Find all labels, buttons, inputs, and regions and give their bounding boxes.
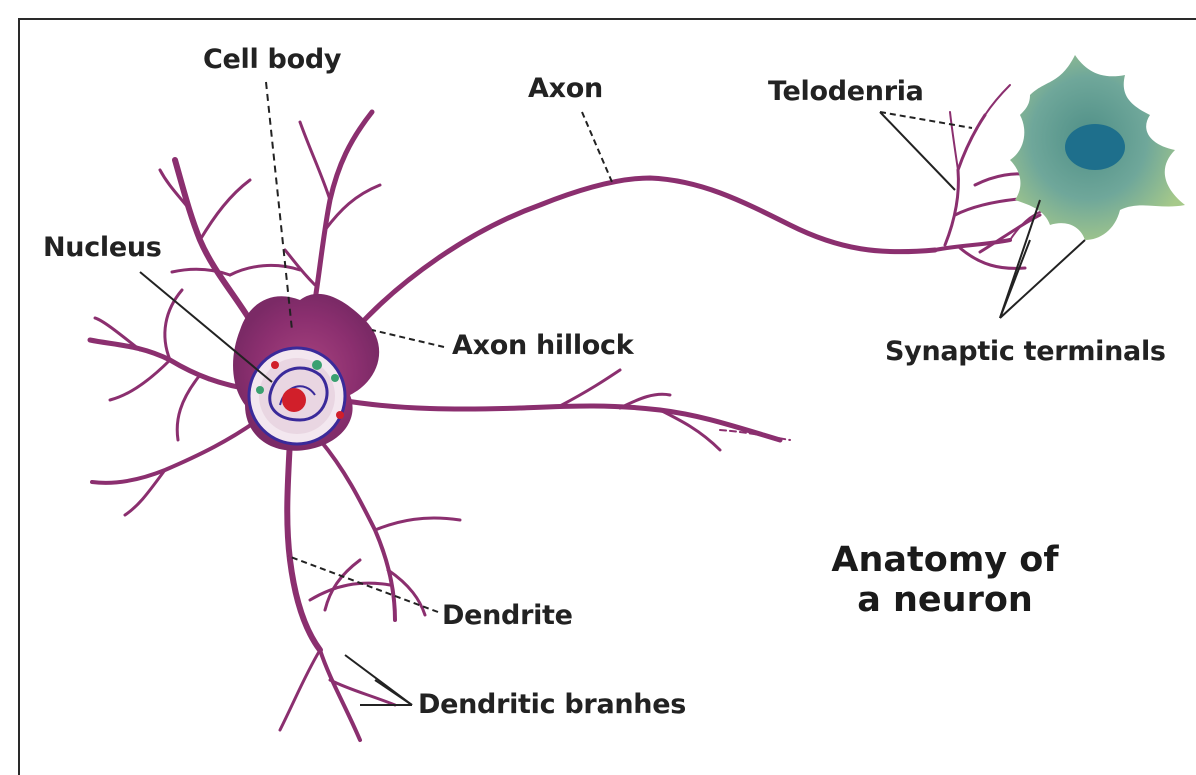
leader-axon	[582, 112, 612, 182]
label-dendritic-branches: Dendritic branhes	[418, 689, 686, 720]
label-nucleus: Nucleus	[43, 232, 162, 263]
leader-axon-hillock	[372, 330, 444, 347]
leader-cell-body	[266, 82, 292, 330]
diagram-title: Anatomy of a neuron	[810, 540, 1080, 620]
label-synaptic-terminals: Synaptic terminals	[885, 336, 1166, 367]
dendrites	[90, 112, 790, 740]
label-axon: Axon	[528, 73, 603, 104]
leader-dendritic-c	[375, 680, 412, 705]
label-telodendria: Telodenria	[768, 76, 924, 107]
leader-dendrite	[288, 556, 438, 612]
label-axon-hillock: Axon hillock	[452, 330, 633, 361]
label-dendrite: Dendrite	[442, 600, 573, 631]
title-line-1: Anatomy of	[810, 540, 1080, 580]
label-cell-body: Cell body	[203, 44, 341, 75]
title-line-2: a neuron	[810, 580, 1080, 620]
leader-synaptic-b	[1000, 240, 1030, 318]
axon	[355, 178, 935, 330]
nucleus	[249, 348, 345, 444]
